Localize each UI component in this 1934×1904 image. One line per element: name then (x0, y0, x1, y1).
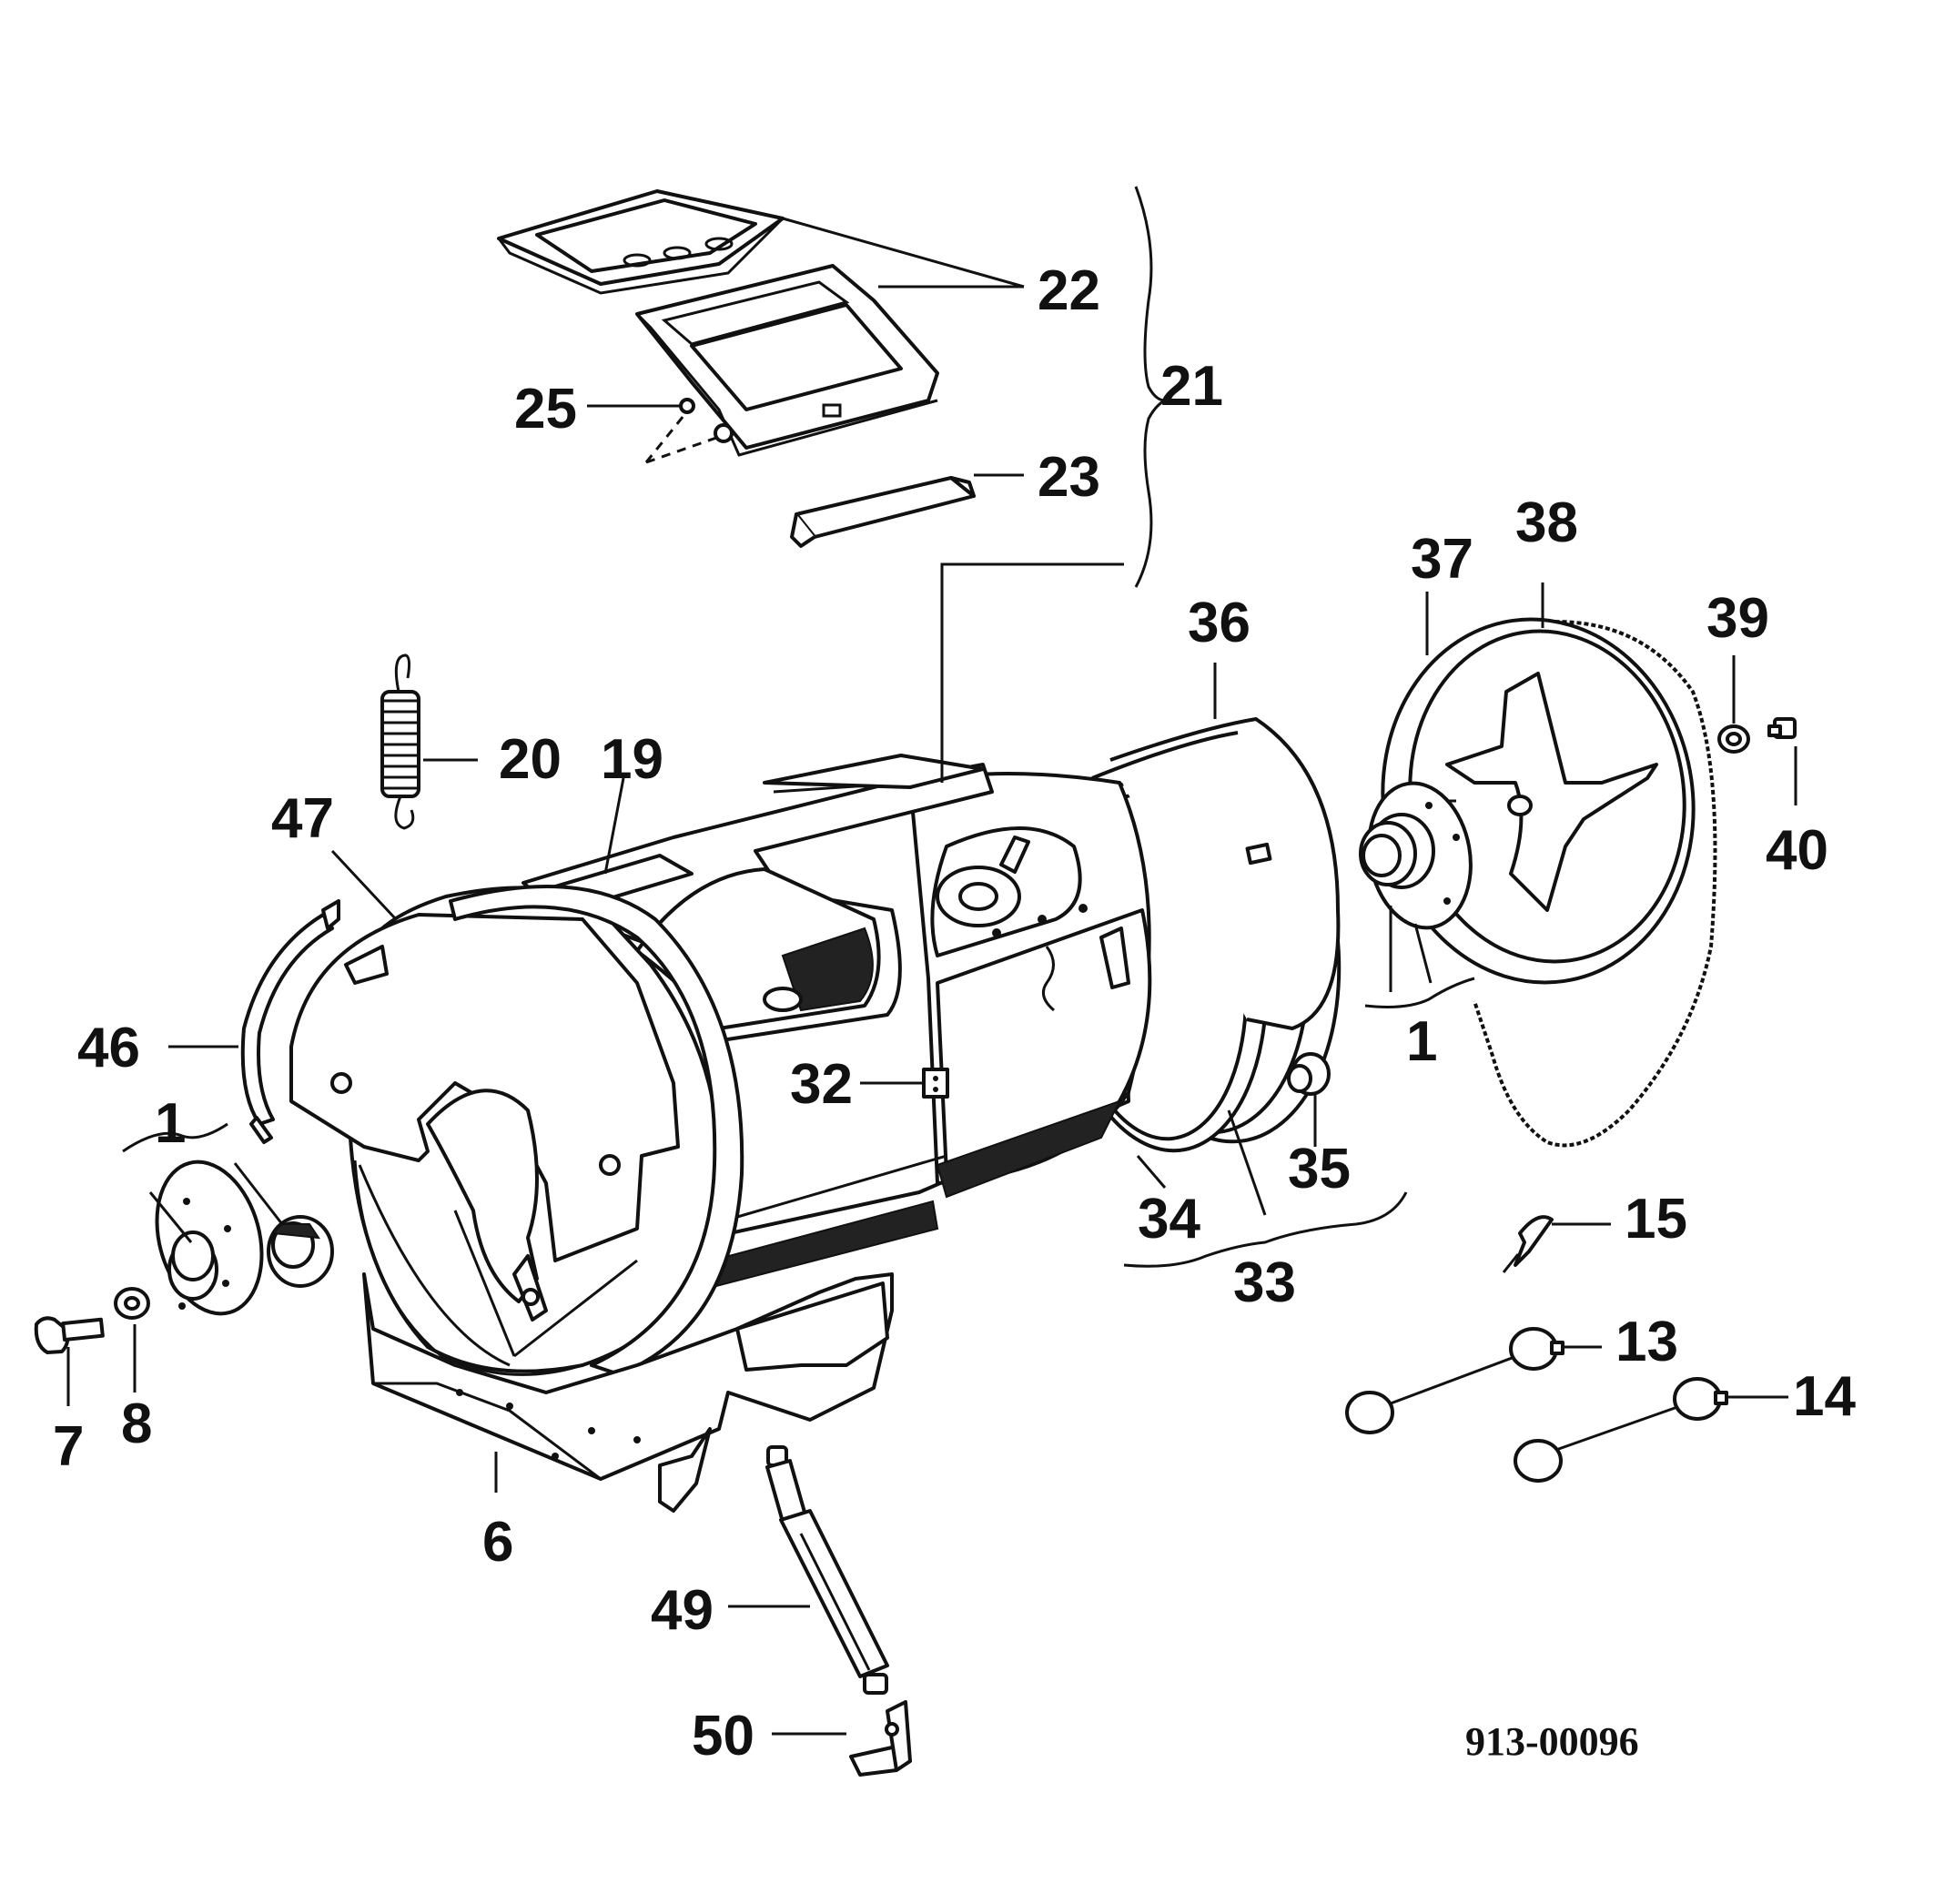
pulley-hub (1359, 781, 1473, 930)
callout-40: 40 (1766, 819, 1828, 882)
callout-38: 38 (1515, 491, 1578, 554)
callout-50: 50 (692, 1705, 754, 1767)
clamp-band (240, 899, 340, 1144)
callout-6: 6 (482, 1511, 513, 1574)
callout-1-right: 1 (1406, 1010, 1437, 1073)
callout-14: 14 (1793, 1365, 1856, 1428)
callout-46: 46 (77, 1017, 140, 1079)
callout-47: 47 (271, 787, 334, 850)
callout-34: 34 (1138, 1188, 1200, 1251)
callout-32: 32 (790, 1053, 853, 1116)
lifter-screws (644, 398, 734, 464)
lifter-strip (790, 476, 976, 548)
drum-lifter-upper (497, 189, 785, 295)
callout-13: 13 (1615, 1311, 1678, 1373)
shock-bracket (849, 1700, 912, 1777)
brace-21 (1134, 186, 1166, 588)
callout-39: 39 (1706, 587, 1769, 650)
callout-21: 21 (1160, 355, 1223, 418)
callout-35: 35 (1288, 1138, 1351, 1200)
shock-absorber (765, 1445, 889, 1695)
tub-front-half (289, 885, 744, 1376)
pulley-nut (1717, 724, 1750, 754)
counterweight-rod-1 (1345, 1327, 1564, 1434)
callout-15: 15 (1625, 1188, 1687, 1251)
drum-clip (922, 1068, 949, 1099)
tub-lower-base (362, 1272, 894, 1513)
callout-37: 37 (1411, 528, 1473, 591)
drive-pulley (1381, 617, 1696, 985)
drawing-number: 913-00096 (1465, 1719, 1639, 1764)
callout-25: 25 (514, 378, 577, 441)
callout-8: 8 (121, 1393, 152, 1455)
suspension-spring (380, 653, 420, 830)
callout-19: 19 (601, 728, 663, 791)
leader-lines (66, 217, 1797, 1736)
callout-49: 49 (651, 1579, 714, 1642)
washer (114, 1287, 150, 1320)
seal-nut (1287, 1052, 1331, 1096)
callout-1-left: 1 (155, 1092, 186, 1155)
callout-33: 33 (1233, 1251, 1296, 1314)
callout-20: 20 (499, 728, 562, 791)
callout-23: 23 (1038, 446, 1100, 509)
belt-clip (1502, 1215, 1554, 1273)
bolt (34, 1316, 105, 1354)
drum-lifter-lower (635, 264, 939, 457)
callout-36: 36 (1188, 592, 1251, 654)
pulley-screw (1767, 717, 1797, 739)
callout-22: 22 (1038, 259, 1100, 322)
bearing-housing-front (155, 1160, 264, 1316)
callout-7: 7 (53, 1415, 84, 1478)
callout-labels: 22 21 25 23 38 37 39 36 20 19 47 40 46 1… (53, 259, 1856, 1767)
counterweight-rod-2 (1514, 1377, 1728, 1483)
bearing-front (267, 1215, 334, 1288)
